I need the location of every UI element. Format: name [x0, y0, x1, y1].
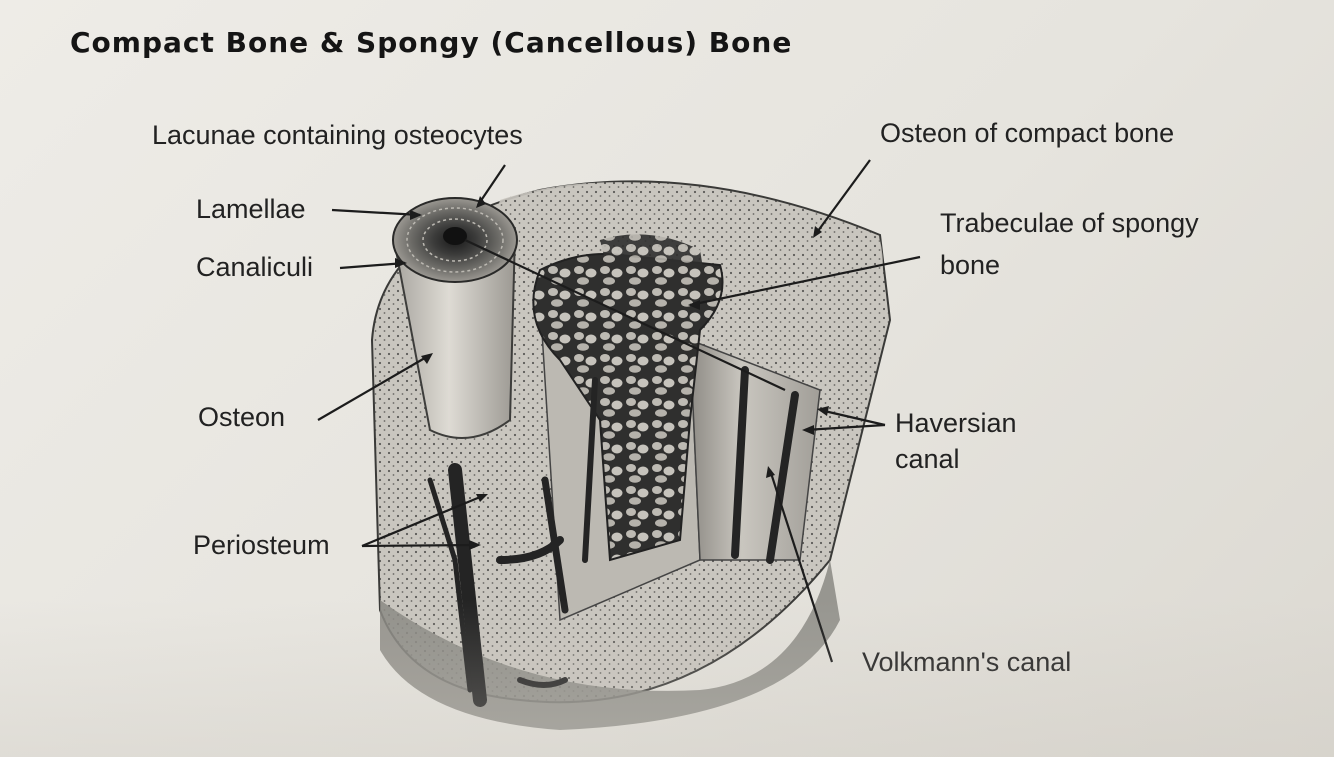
label-trabeculae-line2: bone — [940, 250, 1000, 281]
label-haversian-line1: Haversian — [895, 408, 1017, 439]
label-canaliculi: Canaliculi — [196, 252, 313, 283]
label-lacunae: Lacunae containing osteocytes — [152, 120, 523, 151]
label-trabeculae-line1: Trabeculae of spongy — [940, 208, 1199, 239]
label-volkmann-canal: Volkmann's canal — [862, 647, 1071, 678]
label-osteon: Osteon — [198, 402, 285, 433]
label-periosteum: Periosteum — [193, 530, 330, 561]
label-lamellae: Lamellae — [196, 194, 306, 225]
label-osteon-compact-bone: Osteon of compact bone — [880, 118, 1174, 149]
label-haversian-line2: canal — [895, 444, 960, 475]
